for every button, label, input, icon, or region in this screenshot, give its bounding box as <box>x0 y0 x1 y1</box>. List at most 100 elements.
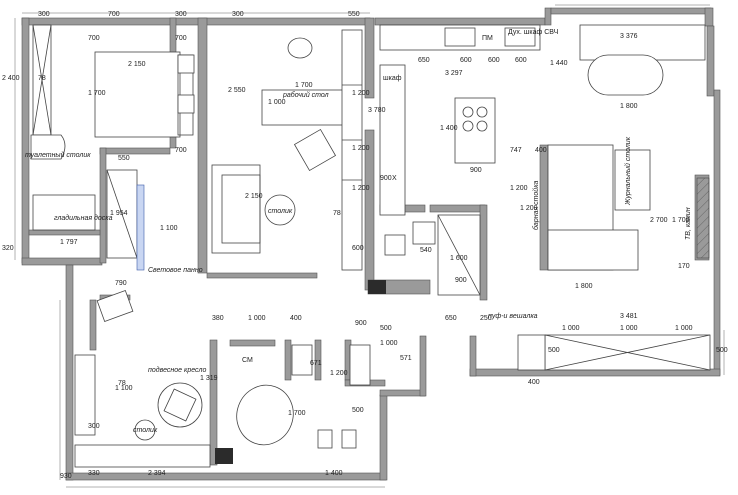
dim-k-600b: 600 <box>488 57 500 64</box>
dim-h-1797: 1 797 <box>60 239 78 246</box>
label-dressing-table: туалетный столик <box>25 151 91 159</box>
dim-h-650: 650 <box>445 315 457 322</box>
office-table <box>264 194 296 226</box>
dim-off-2150: 2 150 <box>245 193 263 200</box>
bed <box>94 51 181 138</box>
dim-k-1000c: 1 000 <box>675 325 693 332</box>
dim-k-747: 747 <box>510 147 522 154</box>
dim-bed-700c: 700 <box>175 147 187 154</box>
dim-bed-700a: 700 <box>88 35 100 42</box>
dim-k-1800a: 1 800 <box>620 103 638 110</box>
dim-h-1600: 1 600 <box>450 255 468 262</box>
dim-k-1400: 1 400 <box>440 125 458 132</box>
dim-k-1200b: 1 200 <box>520 205 538 212</box>
dim-h-1000b: 1 000 <box>380 340 398 347</box>
dim-left-3: 300 <box>88 423 100 430</box>
dim-k-1700: 1 700 <box>672 217 690 224</box>
dim-h-500b: 500 <box>352 407 364 414</box>
label-pouf: пуф-и вешалка <box>488 313 538 320</box>
label-work-table: рабочий стол <box>282 91 329 99</box>
work-table <box>261 89 353 126</box>
sofa <box>211 164 261 254</box>
dim-left-2: 320 <box>2 245 14 252</box>
dim-h-380: 380 <box>212 315 224 322</box>
dim-h-1100b: 1 100 <box>115 385 133 392</box>
dim-k-2700: 2 700 <box>650 217 668 224</box>
nightstand-bottom <box>177 94 195 114</box>
label-south-table: столик <box>133 427 158 434</box>
dim-k-3376: 3 376 <box>620 33 638 40</box>
dimension-lines <box>14 4 725 488</box>
flower-plant <box>287 37 313 59</box>
label-light-panel: Световое панно <box>148 267 203 274</box>
south-shelf <box>74 354 96 436</box>
nightstand-top <box>177 54 195 74</box>
label-ironing-board: гладильная доска <box>54 214 113 222</box>
light-panel <box>136 184 145 271</box>
dim-k-900b: 900 <box>380 175 392 182</box>
dim-top-1: 300 <box>38 11 50 18</box>
dim-h-1319: 1 319 <box>200 375 218 382</box>
dim-h-1100a: 1 100 <box>160 225 178 232</box>
office <box>211 29 363 271</box>
dim-h-78: 78 <box>118 380 126 387</box>
dim-top-5: 550 <box>348 11 360 18</box>
dim-off-1200b: 1 200 <box>352 145 370 152</box>
dim-k-400: 400 <box>535 147 547 154</box>
dim-bottom-2: 2 394 <box>148 470 166 477</box>
dim-off-2550: 2 550 <box>228 87 246 94</box>
dim-k-1800b: 1 800 <box>575 283 593 290</box>
south-desk <box>74 444 211 468</box>
dim-bed-2150: 2 150 <box>128 61 146 68</box>
closet <box>32 194 96 231</box>
dim-k-170: 170 <box>678 263 690 270</box>
dim-left-4: 930 <box>60 473 72 480</box>
dim-k-1000a: 1 000 <box>562 325 580 332</box>
bathrooms <box>236 214 481 449</box>
dim-k-500: 500 <box>548 347 560 354</box>
dim-k-600c: 600 <box>515 57 527 64</box>
label-coffee-table: Журнальный столик <box>624 136 632 206</box>
dim-left-1: 2 400 <box>2 75 20 82</box>
dim-h-550: 550 <box>118 155 130 162</box>
dim-k-1000b: 1 000 <box>620 325 638 332</box>
dim-k-900: 900 <box>470 167 482 174</box>
dim-k-650: 650 <box>418 57 430 64</box>
label-office-table: столик <box>268 208 293 215</box>
dimension-numbers: 300 700 300 300 550 2 400 320 300 930 33… <box>2 11 728 480</box>
label-x: Х <box>392 175 397 182</box>
dim-bed-78: 78 <box>38 75 46 82</box>
dim-h-1700: 1 700 <box>288 410 306 417</box>
dining-bench <box>579 24 706 61</box>
dim-h-900: 900 <box>355 320 367 327</box>
dim-k-1440: 1 440 <box>550 60 568 67</box>
dim-off-1000: 1 000 <box>268 99 286 106</box>
dim-off-1200a: 1 200 <box>352 90 370 97</box>
dim-off-600: 600 <box>352 245 364 252</box>
dim-bed-700b: 700 <box>175 35 187 42</box>
dim-k-3780: 3 780 <box>368 107 386 114</box>
dim-h-540: 540 <box>420 247 432 254</box>
interior-walls <box>28 17 710 466</box>
office-shelf <box>341 29 363 271</box>
south-table <box>134 419 156 441</box>
kitchen-cabinet <box>379 64 406 216</box>
label-cabinet: шкаф <box>383 75 402 82</box>
dim-top-2: 700 <box>108 11 120 18</box>
dim-h-1000a: 1 000 <box>248 315 266 322</box>
dim-top-4: 300 <box>232 11 244 18</box>
furniture-labels: рабочий стол столик туалетный столик гла… <box>25 29 692 434</box>
dining-table <box>587 54 664 96</box>
dressing-table <box>30 134 66 160</box>
label-tv: ТВ, камин <box>685 207 692 240</box>
dim-top-3: 300 <box>175 11 187 18</box>
dim-k-1200a: 1 200 <box>510 185 528 192</box>
coffee-table <box>614 149 651 211</box>
dim-h-900b: 900 <box>455 277 467 284</box>
label-cm: СМ <box>242 357 253 364</box>
label-bar-counter: барная стойка <box>532 181 540 230</box>
tv-fireplace <box>696 177 710 259</box>
label-hanging-chair: подвесное кресло <box>148 366 206 374</box>
dim-bed-1700: 1 700 <box>88 90 106 97</box>
dim-h-400: 400 <box>290 315 302 322</box>
